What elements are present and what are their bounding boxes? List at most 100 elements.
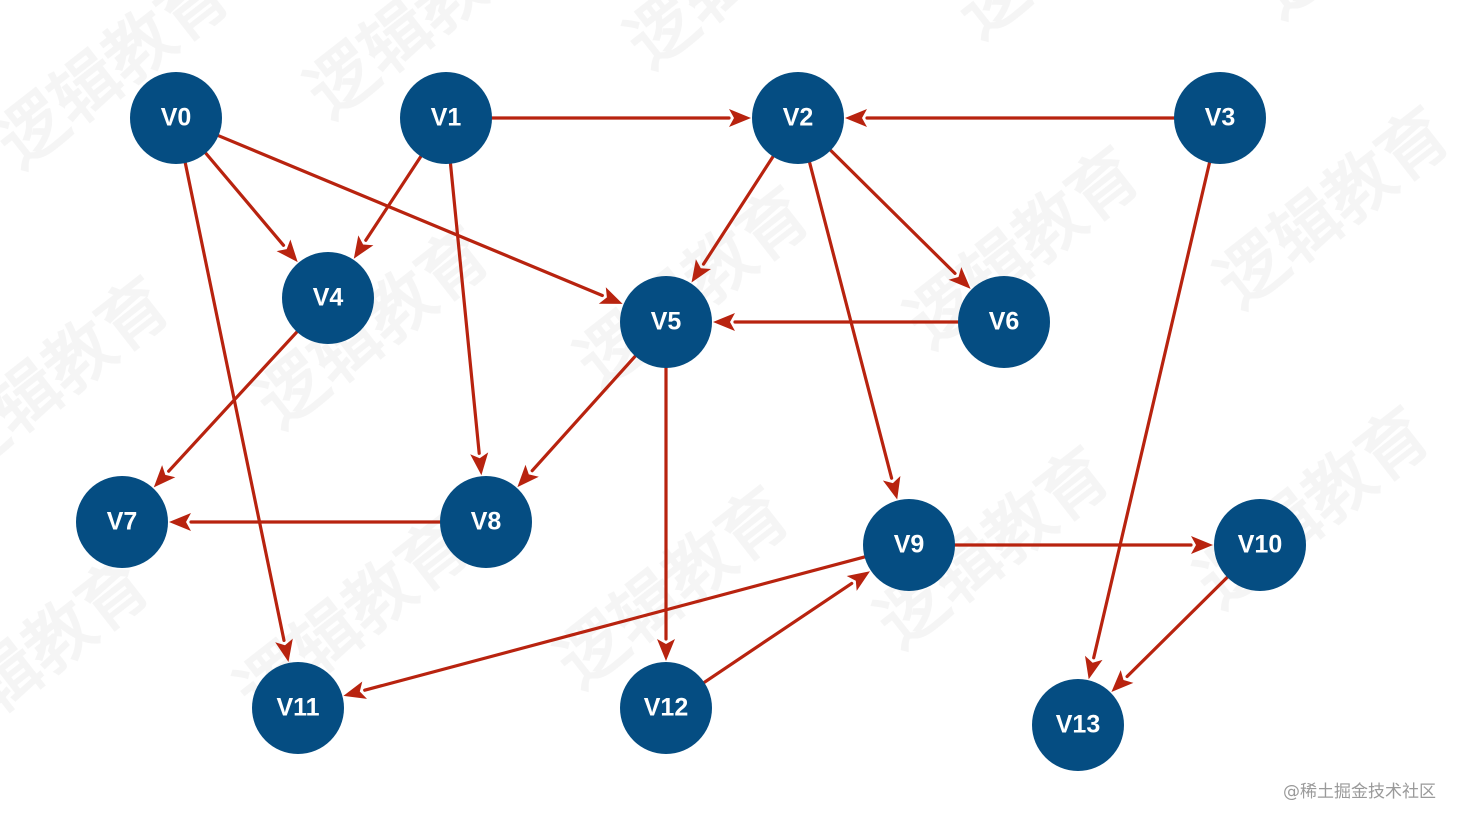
node-label: V3 bbox=[1205, 104, 1236, 132]
edge-line bbox=[204, 151, 286, 247]
node-v8: V8 bbox=[440, 476, 532, 568]
arrowhead-icon bbox=[1111, 670, 1134, 692]
arrowhead-icon bbox=[845, 109, 867, 127]
edge-v3-to-v13 bbox=[1085, 161, 1212, 680]
node-label: V12 bbox=[644, 694, 688, 722]
node-circle bbox=[1214, 499, 1306, 591]
edge-v9-to-v10 bbox=[953, 536, 1213, 554]
node-circle bbox=[863, 499, 955, 591]
node-v4: V4 bbox=[282, 252, 374, 344]
node-label: V11 bbox=[276, 694, 319, 722]
arrowhead-icon bbox=[275, 638, 293, 662]
arrowhead-icon bbox=[598, 287, 623, 304]
node-v3: V3 bbox=[1174, 72, 1266, 164]
edge-v0-to-v4 bbox=[204, 151, 298, 263]
node-v6: V6 bbox=[958, 276, 1050, 368]
arrowhead-icon bbox=[353, 235, 374, 259]
arrowhead-icon bbox=[470, 452, 489, 476]
node-label: V5 bbox=[651, 308, 682, 336]
node-label: V1 bbox=[431, 104, 462, 132]
edge-v0-to-v5 bbox=[216, 134, 623, 304]
node-circle bbox=[620, 662, 712, 754]
edges bbox=[153, 109, 1229, 699]
edge-v5-to-v12 bbox=[657, 366, 675, 661]
arrowhead-icon bbox=[1191, 536, 1213, 554]
arrowhead-icon bbox=[846, 571, 870, 591]
node-label: V8 bbox=[471, 508, 502, 536]
watermark-text: 逻辑教育 bbox=[612, 0, 875, 83]
node-label: V6 bbox=[989, 308, 1020, 336]
node-circle bbox=[1174, 72, 1266, 164]
edge-v3-to-v2 bbox=[845, 109, 1176, 127]
node-v1: V1 bbox=[400, 72, 492, 164]
node-label: V2 bbox=[783, 104, 814, 132]
arrowhead-icon bbox=[343, 681, 367, 699]
node-circle bbox=[282, 252, 374, 344]
arrowhead-icon bbox=[153, 465, 176, 488]
node-label: V0 bbox=[161, 104, 192, 132]
edge-v9-to-v11 bbox=[343, 555, 867, 699]
edge-v2-to-v6 bbox=[829, 148, 971, 289]
edge-line bbox=[701, 155, 775, 266]
edge-v12-to-v9 bbox=[702, 571, 870, 685]
node-circle bbox=[620, 276, 712, 368]
edge-v2-to-v5 bbox=[691, 155, 775, 283]
node-circle bbox=[752, 72, 844, 164]
edge-line bbox=[363, 555, 867, 692]
node-v0: V0 bbox=[130, 72, 222, 164]
edge-v6-to-v5 bbox=[713, 313, 960, 331]
node-v10: V10 bbox=[1214, 499, 1306, 591]
node-circle bbox=[1032, 679, 1124, 771]
watermark-text: 逻辑教育 bbox=[1242, 0, 1458, 33]
edge-v1-to-v8 bbox=[448, 162, 489, 476]
node-v5: V5 bbox=[620, 276, 712, 368]
node-label: V10 bbox=[1238, 531, 1282, 559]
edge-v10-to-v13 bbox=[1111, 575, 1229, 692]
arrowhead-icon bbox=[713, 313, 735, 331]
arrowhead-icon bbox=[1085, 655, 1103, 680]
node-circle bbox=[400, 72, 492, 164]
node-circle bbox=[76, 476, 168, 568]
edge-line bbox=[167, 330, 299, 473]
edge-line bbox=[364, 154, 423, 242]
edge-line bbox=[448, 162, 481, 455]
arrowhead-icon bbox=[691, 259, 711, 283]
arrowhead-icon bbox=[276, 239, 298, 263]
node-label: V9 bbox=[894, 531, 925, 559]
edge-v8-to-v7 bbox=[169, 513, 442, 531]
edge-line bbox=[807, 160, 894, 480]
watermark-text: 逻辑教育 bbox=[942, 0, 1205, 53]
node-circle bbox=[440, 476, 532, 568]
edge-v5-to-v8 bbox=[517, 354, 637, 488]
node-label: V7 bbox=[107, 508, 138, 536]
edge-line bbox=[829, 148, 957, 275]
edge-line bbox=[530, 354, 637, 473]
node-v13: V13 bbox=[1032, 679, 1124, 771]
edge-line bbox=[216, 134, 604, 298]
watermark-text: 逻辑教育 bbox=[0, 544, 165, 774]
edge-line bbox=[702, 581, 854, 685]
edge-v2-to-v9 bbox=[807, 160, 901, 500]
node-v11: V11 bbox=[252, 662, 344, 754]
edge-line bbox=[1125, 575, 1229, 679]
credit-text: @稀土掘金技术社区 bbox=[1283, 782, 1436, 802]
edge-v1-to-v4 bbox=[353, 154, 423, 259]
edge-line bbox=[1092, 161, 1212, 660]
arrowhead-icon bbox=[169, 513, 191, 531]
edge-v4-to-v7 bbox=[153, 330, 299, 488]
arrowhead-icon bbox=[517, 464, 539, 488]
node-label: V13 bbox=[1056, 711, 1100, 739]
node-circle bbox=[958, 276, 1050, 368]
arrowhead-icon bbox=[882, 476, 901, 500]
arrowhead-icon bbox=[657, 639, 675, 661]
node-v2: V2 bbox=[752, 72, 844, 164]
node-v9: V9 bbox=[863, 499, 955, 591]
watermark-text: 逻辑教育 bbox=[0, 264, 185, 494]
node-v12: V12 bbox=[620, 662, 712, 754]
arrowhead-icon bbox=[948, 267, 971, 289]
node-circle bbox=[130, 72, 222, 164]
arrowhead-icon bbox=[729, 109, 751, 127]
node-label: V4 bbox=[313, 284, 344, 312]
